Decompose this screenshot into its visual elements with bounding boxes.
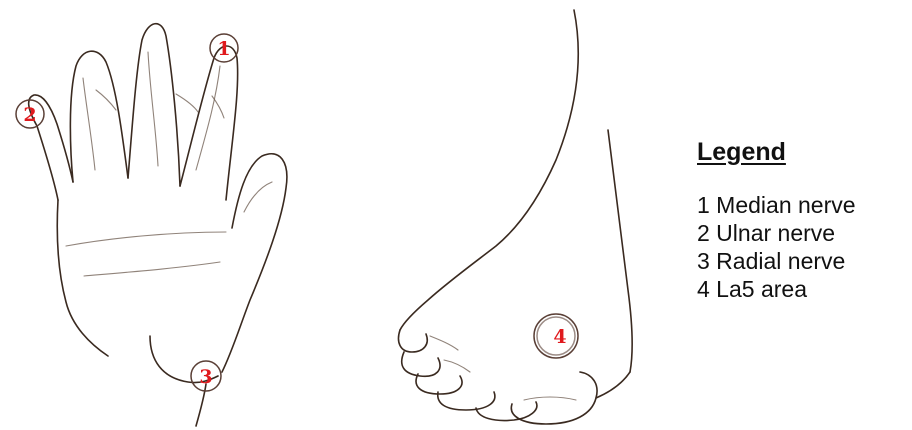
- legend-item-median-nerve: 1 Median nerve: [697, 191, 856, 219]
- marker-2: 2: [16, 100, 44, 128]
- legend: Legend 1 Median nerve 2 Ulnar nerve 3 Ra…: [697, 138, 856, 303]
- marker-1-number: 1: [217, 38, 230, 60]
- legend-item-radial-nerve: 3 Radial nerve: [697, 247, 856, 275]
- marker-2-number: 2: [23, 104, 36, 126]
- marker-3-number: 3: [199, 366, 212, 388]
- hand-drawing: [29, 24, 287, 426]
- foot-drawing: [399, 10, 633, 424]
- marker-1: 1: [210, 34, 238, 62]
- legend-item-ulnar-nerve: 2 Ulnar nerve: [697, 219, 856, 247]
- legend-title: Legend: [697, 138, 856, 167]
- marker-4-number: 4: [553, 326, 566, 348]
- legend-list: 1 Median nerve 2 Ulnar nerve 3 Radial ne…: [697, 191, 856, 303]
- marker-4: 4: [534, 314, 578, 358]
- legend-item-la5-area: 4 La5 area: [697, 275, 856, 303]
